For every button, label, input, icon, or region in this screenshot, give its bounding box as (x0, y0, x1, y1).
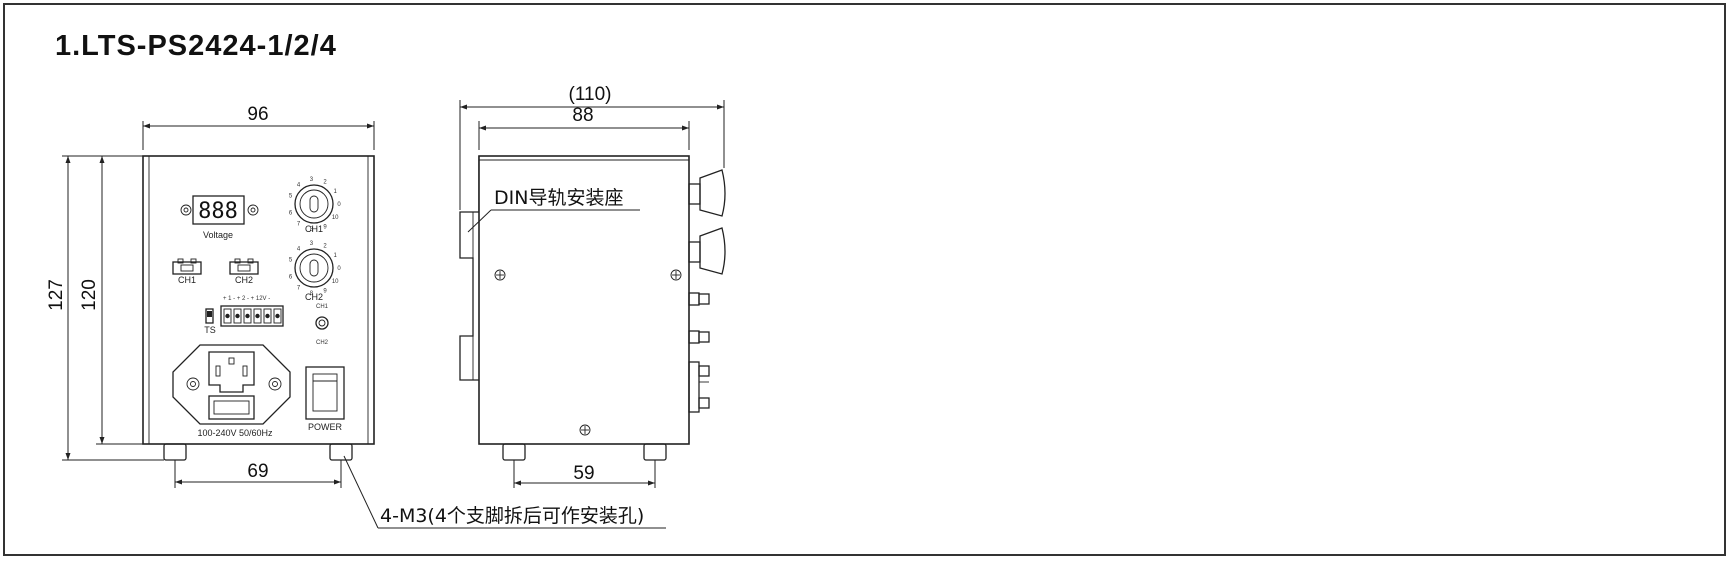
side-knob-2 (688, 227, 726, 275)
terminal-screw (275, 313, 280, 319)
dim-depth-88: 88 (478, 105, 690, 150)
dim-feet-69: 69 (174, 460, 342, 488)
terminal-label: + 1 - + 2 - + 12V - (223, 296, 270, 302)
din-callout-label: DIN导轨安装座 (494, 187, 623, 209)
led-bottom-label: CH2 (316, 340, 329, 346)
dial-tick-label: 6 (289, 211, 293, 217)
ts-switch: TS (204, 308, 216, 335)
connector-ch2: CH2 (229, 258, 259, 285)
power-label: POWER (308, 422, 343, 432)
dial-tick-label: 8 (310, 291, 314, 297)
dim-height-120: 120 (79, 156, 143, 445)
ac-inlet: 100-240V 50/60Hz (172, 344, 291, 438)
dim-label-110: (110) (569, 84, 612, 105)
dial-tick-label: 8 (310, 227, 314, 233)
feet-callout-label: 4-M3(4个支脚拆后可作安装孔) (380, 505, 644, 527)
dial-tick-label: 2 (323, 180, 327, 186)
drawing-title: 1.LTS-PS2424-1/2/4 (55, 30, 337, 62)
side-body (478, 155, 690, 445)
foot (502, 443, 526, 461)
dial-tick-label: 6 (289, 275, 293, 281)
foot (643, 443, 667, 461)
voltage-display: 888 Voltage (180, 195, 259, 240)
ts-label: TS (204, 325, 216, 335)
screw (670, 269, 682, 281)
feet-callout: 4-M3(4个支脚拆后可作安装孔) (343, 455, 666, 529)
dial-tick-label: 9 (323, 225, 327, 231)
dial-tick-label: 3 (310, 241, 314, 247)
dim-label-120: 120 (79, 279, 100, 311)
dial-tick-label: 9 (323, 289, 327, 295)
display-label: Voltage (203, 230, 233, 240)
front-panel (142, 155, 375, 445)
dial-tick-label: 5 (289, 257, 293, 263)
dim-label-127: 127 (46, 279, 67, 311)
foot (163, 443, 187, 461)
terminal-slot (233, 308, 242, 324)
terminal-slot (273, 308, 282, 324)
dial-tick-label: 4 (297, 246, 301, 252)
terminal-screw (245, 313, 250, 319)
led-indicator: CH1 CH2 (315, 304, 329, 346)
din-rail-mount (459, 156, 480, 381)
drawing-frame (3, 3, 1726, 556)
terminal-slot (263, 308, 272, 324)
terminal-slot (253, 308, 262, 324)
display-digits: 888 (198, 199, 238, 224)
terminal-slot (223, 308, 232, 324)
connector-ch1: CH1 (172, 258, 202, 285)
dial-tick-label: 7 (297, 222, 301, 228)
knob-ch1-label: CH1 (305, 224, 323, 234)
connector-ch2-label: CH2 (235, 275, 253, 285)
side-view: (110) 88 59 DIN导轨安装座 (459, 84, 726, 488)
side-knob-1 (688, 169, 726, 217)
side-connectors (688, 292, 710, 413)
din-callout: DIN导轨安装座 (467, 187, 640, 233)
foot (329, 443, 353, 461)
terminal-screw (255, 313, 260, 319)
terminal-screw (235, 313, 240, 319)
led-top-label: CH1 (316, 304, 329, 310)
dial-tick-label: 10 (332, 279, 339, 285)
dial-tick-label: 10 (332, 215, 339, 221)
power-switch: POWER (305, 366, 345, 432)
terminal-screw (265, 313, 270, 319)
dial-tick-label: 0 (337, 266, 341, 272)
dial-tick-label: 1 (334, 189, 338, 195)
knob-ch2-label: CH2 (305, 292, 323, 302)
dial-tick-label: 5 (289, 193, 293, 199)
dial-tick-label: 2 (323, 244, 327, 250)
dial-tick-label: 7 (297, 286, 301, 292)
dial-tick-label: 1 (334, 253, 338, 259)
dial-tick-label: 4 (297, 182, 301, 188)
dim-label-88: 88 (572, 105, 593, 126)
dim-width-96: 96 (142, 104, 375, 150)
dim-overall-110: (110) (459, 84, 725, 210)
terminal-slot (243, 308, 252, 324)
input-rating-label: 100-240V 50/60Hz (197, 428, 273, 438)
connector-ch1-label: CH1 (178, 275, 196, 285)
dial-tick-label: 3 (310, 177, 314, 183)
terminal-screw (225, 313, 230, 319)
dial-tick-label: 0 (337, 202, 341, 208)
dim-label-59: 59 (573, 463, 594, 484)
dim-feet-59: 59 (513, 460, 656, 488)
terminal-block: + 1 - + 2 - + 12V - (220, 296, 284, 327)
screw (494, 269, 506, 281)
dim-label-96: 96 (247, 104, 268, 125)
dim-label-69: 69 (247, 461, 268, 482)
screw (579, 424, 591, 436)
